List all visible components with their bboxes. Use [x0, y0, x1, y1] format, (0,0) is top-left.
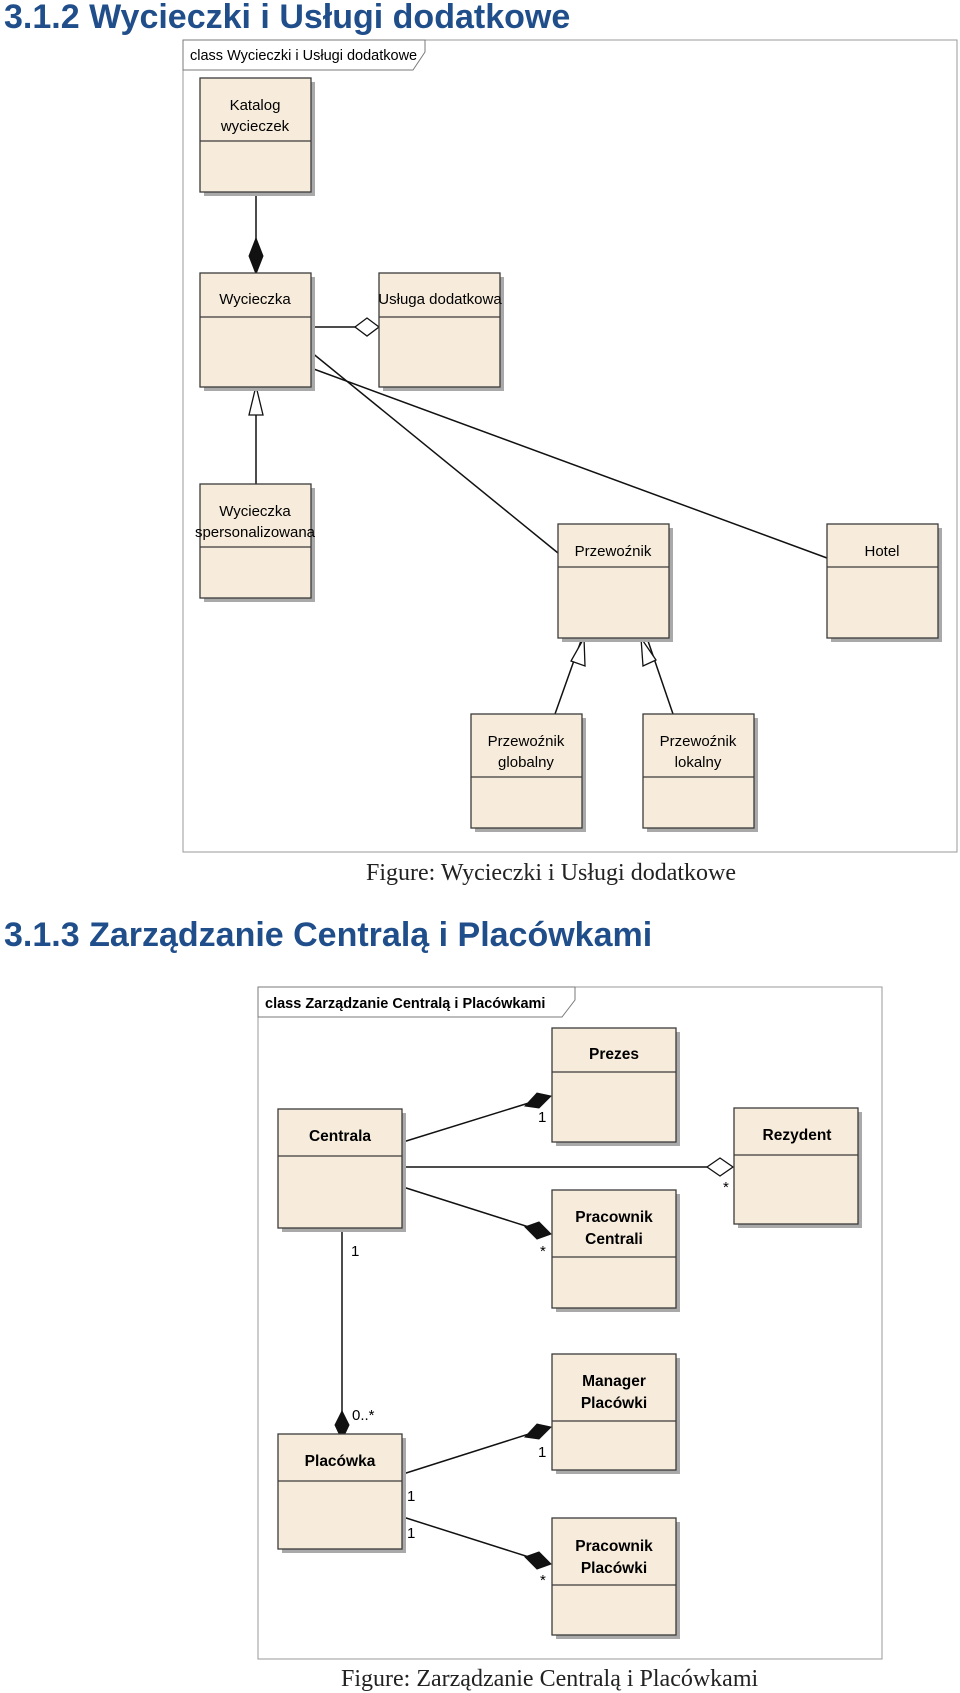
class-name: Przewoźnik [488, 733, 565, 750]
multiplicity-label: * [540, 1243, 546, 1260]
markers-2 [334, 1092, 735, 1570]
class-name: Prezes [589, 1046, 639, 1063]
generalization-arrow [248, 385, 264, 416]
generalization-arrow [640, 635, 657, 667]
class-name: Wycieczka [219, 503, 291, 520]
class-name: globalny [498, 754, 554, 771]
aggregation-diamond [705, 1157, 735, 1177]
class-pracownik-placowki: Pracownik Placówki [551, 1517, 680, 1639]
generalization-arrow [570, 635, 586, 667]
class-name: Centrali [585, 1231, 643, 1248]
composition-diamond [524, 1221, 552, 1240]
multiplicity-label: * [540, 1572, 546, 1589]
class-wycieczka-spersonalizowana: Wycieczka spersonalizowana [195, 483, 316, 602]
edges-2 [341, 1101, 707, 1559]
section-heading-1: 3.1.2 Wycieczki i Usługi dodatkowe [4, 0, 570, 36]
class-przewoznik-globalny: Przewoźnik globalny [470, 713, 586, 832]
composition-diamond [524, 1551, 552, 1570]
frame-label-2: class Zarządzanie Centralą i Placówkami [265, 996, 545, 1012]
class-prezes: Prezes [551, 1027, 680, 1146]
class-hotel: Hotel [826, 523, 942, 642]
multiplicity-label: 1 [538, 1444, 546, 1461]
class-name: Pracownik [575, 1209, 653, 1226]
class-name: lokalny [675, 754, 722, 771]
class-manager-placowki: Manager Placówki [551, 1353, 680, 1474]
multiplicities: 1 * 1 * 0..* 1 1 1 * [351, 1109, 729, 1589]
multiplicity-label: 1 [407, 1488, 415, 1505]
multiplicity-label: * [723, 1179, 729, 1196]
class-name: Przewoźnik [575, 543, 652, 560]
class-name: Placówki [581, 1560, 647, 1577]
class-name: Placówki [581, 1395, 647, 1412]
class-name: Hotel [864, 543, 899, 560]
class-name: Pracownik [575, 1538, 653, 1555]
multiplicity-label: 1 [538, 1109, 546, 1126]
multiplicity-label: 1 [407, 1525, 415, 1542]
class-name: Wycieczka [219, 291, 291, 308]
class-centrala: Centrala [277, 1108, 406, 1232]
class-przewoznik: Przewoźnik [557, 523, 673, 642]
class-wycieczka: Wycieczka [199, 272, 315, 391]
class-name: Przewoźnik [660, 733, 737, 750]
class-pracownik-centrali: Pracownik Centrali [551, 1189, 680, 1312]
figure-caption-1: Figure: Wycieczki i Usługi dodatkowe [366, 860, 736, 886]
frame-label-1: class Wycieczki i Usługi dodatkowe [190, 48, 417, 64]
class-katalog-wycieczek: Katalog wycieczek [199, 77, 315, 196]
class-przewoznik-lokalny: Przewoźnik lokalny [642, 713, 758, 832]
class-name: Placówka [305, 1453, 376, 1470]
class-name: Usługa dodatkowa [378, 291, 502, 308]
class-name: Manager [582, 1373, 646, 1390]
class-name: Rezydent [763, 1127, 832, 1144]
class-placowka: Placówka [277, 1433, 406, 1553]
class-rezydent: Rezydent [733, 1107, 862, 1228]
class-name: Centrala [309, 1128, 371, 1145]
class-usluga-dodatkowa: Usługa dodatkowa [378, 272, 504, 391]
multiplicity-label: 1 [351, 1243, 359, 1260]
class-name: wycieczek [220, 118, 290, 135]
class-name: spersonalizowana [195, 524, 316, 541]
section-heading-2: 3.1.3 Zarządzanie Centralą i Placówkami [4, 916, 652, 954]
composition-diamond [523, 1423, 553, 1440]
figure-caption-2: Figure: Zarządzanie Centralą i Placówkam… [341, 1666, 758, 1692]
multiplicity-label: 0..* [352, 1407, 375, 1424]
composition-diamond [523, 1092, 553, 1109]
markers-1 [248, 236, 657, 667]
class-name: Katalog [230, 97, 281, 114]
